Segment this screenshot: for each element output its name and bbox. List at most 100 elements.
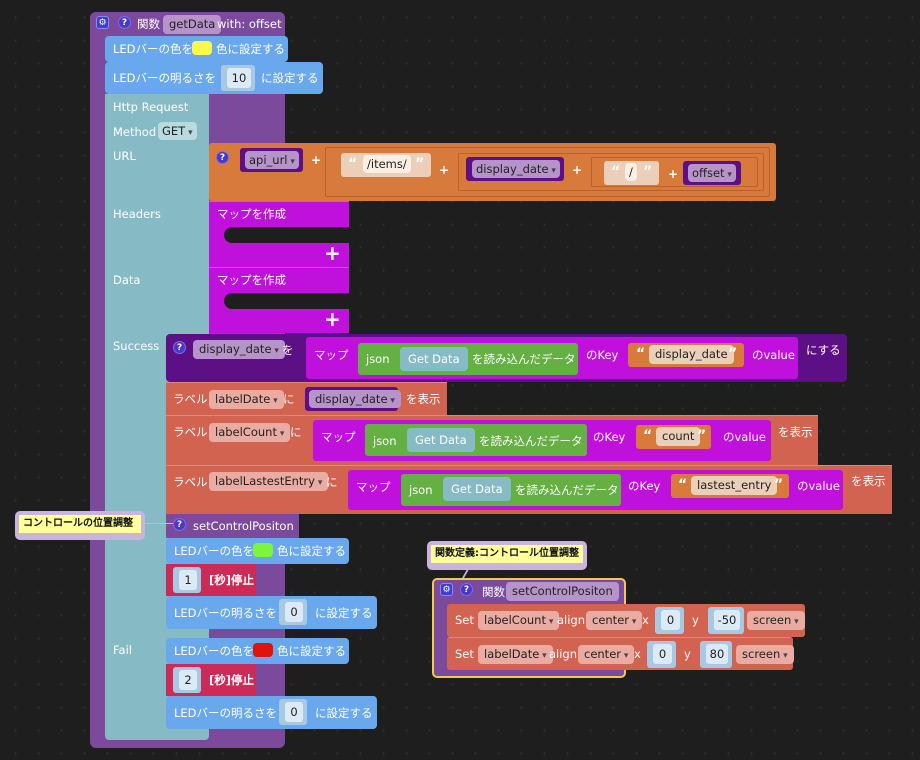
key-display-date[interactable]: display_date <box>649 345 734 364</box>
gear-icon[interactable]: ⚙ <box>96 16 109 29</box>
set-suru: にする <box>806 343 841 357</box>
json-block[interactable] <box>401 474 621 506</box>
close-quote: ” <box>643 164 653 180</box>
url-label: URL <box>113 149 136 163</box>
wait-block[interactable]: 2 [秒]停止 <box>166 664 256 696</box>
align-dropdown[interactable]: center <box>586 611 643 630</box>
label-keyword: ラベル <box>173 392 208 406</box>
led-color-prefix: LEDバーの色を <box>174 544 255 558</box>
data-map-label: マップを作成 <box>217 273 286 287</box>
variable-api-url[interactable]: api_url <box>245 151 299 169</box>
key-lastest-entry[interactable]: lastest_entry <box>691 476 778 495</box>
comment-text[interactable]: 関数定義:コントロール位置調整 <box>431 545 583 563</box>
led-color-block[interactable]: LEDバーの色を 色に設定する <box>166 538 349 564</box>
label-ni: に <box>326 475 338 489</box>
wait-seconds-input[interactable]: 2 <box>179 670 197 690</box>
label-target-dropdown[interactable]: labelDate <box>209 390 284 409</box>
wait-block[interactable]: 1 [秒]停止 <box>166 564 256 596</box>
join-outer-border <box>325 147 770 197</box>
led-color-block[interactable]: LEDバーの色を 色に設定する <box>105 36 288 62</box>
of-key-label: のKey <box>593 430 626 444</box>
add-item-button[interactable]: + <box>324 241 341 265</box>
variable-display-date[interactable]: display_date <box>193 340 285 359</box>
get-data-block[interactable]: Get Data <box>400 347 468 371</box>
function-params: with: offset <box>217 17 282 31</box>
label-keyword: ラベル <box>173 425 208 439</box>
read-data-label: を読み込んだデータ <box>472 352 576 366</box>
json-label: json <box>366 352 390 366</box>
plus-sign: + <box>572 163 583 177</box>
method-dropdown[interactable]: GET <box>158 122 197 140</box>
map-slot <box>224 293 349 309</box>
led-color-swatch-red[interactable] <box>253 643 273 657</box>
help-icon[interactable]: ? <box>118 16 131 29</box>
set-position-block[interactable]: Set labelDate align center x 0 y 80 scre… <box>447 637 794 670</box>
call-function-block[interactable] <box>166 514 299 538</box>
comment-connector <box>140 523 173 524</box>
get-data-block[interactable]: Get Data <box>407 428 475 452</box>
variable-offset[interactable]: offset <box>688 164 736 182</box>
led-brightness-block[interactable]: LEDバーの明るさを 10 に設定する <box>105 62 323 94</box>
y-value-input[interactable]: -50 <box>714 610 740 630</box>
map-label: マップ <box>321 430 356 444</box>
get-data-block[interactable]: Get Data <box>443 477 511 501</box>
mode-dropdown[interactable]: screen <box>736 645 794 664</box>
json-block[interactable] <box>365 424 587 456</box>
brightness-value-input[interactable]: 10 <box>227 68 251 88</box>
help-icon[interactable]: ? <box>216 151 229 164</box>
of-value-label: のvalue <box>723 430 766 444</box>
string-items[interactable]: /items/ <box>363 155 411 173</box>
target-dropdown[interactable]: labelDate <box>478 645 553 664</box>
label-ni: に <box>290 425 302 439</box>
brightness-value-input[interactable]: 0 <box>285 602 303 622</box>
map-label: マップ <box>356 480 391 494</box>
help-icon[interactable]: ? <box>173 341 186 354</box>
led-brightness-prefix: LEDバーの明るさを <box>113 71 217 85</box>
plus-sign: + <box>439 163 450 177</box>
variable-display-date[interactable]: display_date <box>472 160 560 178</box>
help-icon[interactable]: ? <box>460 583 473 596</box>
string-slash[interactable]: / <box>625 163 637 181</box>
help-icon[interactable]: ? <box>173 518 186 531</box>
json-label: json <box>373 434 397 448</box>
align-dropdown[interactable]: center <box>578 645 635 664</box>
comment-text[interactable]: コントロールの位置調整 <box>19 515 141 533</box>
x-label: x <box>634 647 641 661</box>
led-color-suffix: 色に設定する <box>277 544 346 558</box>
variable-display-date[interactable]: display_date <box>309 390 401 408</box>
mode-dropdown[interactable]: screen <box>747 611 805 630</box>
set-wo: を <box>282 343 294 357</box>
function-name-field[interactable]: setControlPositon <box>506 582 619 601</box>
led-color-swatch-green[interactable] <box>253 543 273 557</box>
json-block[interactable] <box>358 343 578 375</box>
wait-suffix: [秒]停止 <box>209 673 255 687</box>
plus-sign: + <box>668 167 679 181</box>
led-brightness-prefix: LEDバーの明るさを <box>174 706 278 720</box>
target-dropdown[interactable]: labelCount <box>478 611 560 630</box>
led-color-swatch-yellow[interactable] <box>192 41 212 55</box>
led-brightness-block[interactable]: LEDバーの明るさを 0 に設定する <box>166 696 377 729</box>
key-count[interactable]: count <box>656 427 701 446</box>
call-function-name: setControlPositon <box>193 519 294 533</box>
close-quote: ” <box>728 346 738 362</box>
y-value-input[interactable]: 80 <box>706 644 728 664</box>
of-value-label: のvalue <box>797 479 840 493</box>
open-quote: “ <box>636 346 646 362</box>
close-quote: ” <box>697 428 707 444</box>
set-position-block[interactable]: Set labelCount align center x 0 y -50 sc… <box>447 604 805 637</box>
led-brightness-block[interactable]: LEDバーの明るさを 0 に設定する <box>166 596 377 629</box>
open-quote: “ <box>348 156 358 172</box>
comment-bubble[interactable]: コントロールの位置調整 <box>15 511 145 540</box>
brightness-value-input[interactable]: 0 <box>285 702 303 722</box>
align-label: align <box>557 613 586 627</box>
led-color-block[interactable]: LEDバーの色を 色に設定する <box>166 638 349 664</box>
x-value-input[interactable]: 0 <box>653 644 672 664</box>
function-name-field[interactable]: getData <box>163 15 222 34</box>
comment-bubble[interactable]: 関数定義:コントロール位置調整 <box>427 541 587 570</box>
label-target-dropdown[interactable]: labelCount <box>209 423 291 442</box>
add-item-button[interactable]: + <box>324 307 341 331</box>
x-value-input[interactable]: 0 <box>661 610 680 630</box>
label-target-dropdown[interactable]: labelLastestEntry <box>209 472 329 491</box>
gear-icon[interactable]: ⚙ <box>440 583 453 596</box>
wait-seconds-input[interactable]: 1 <box>179 570 197 590</box>
